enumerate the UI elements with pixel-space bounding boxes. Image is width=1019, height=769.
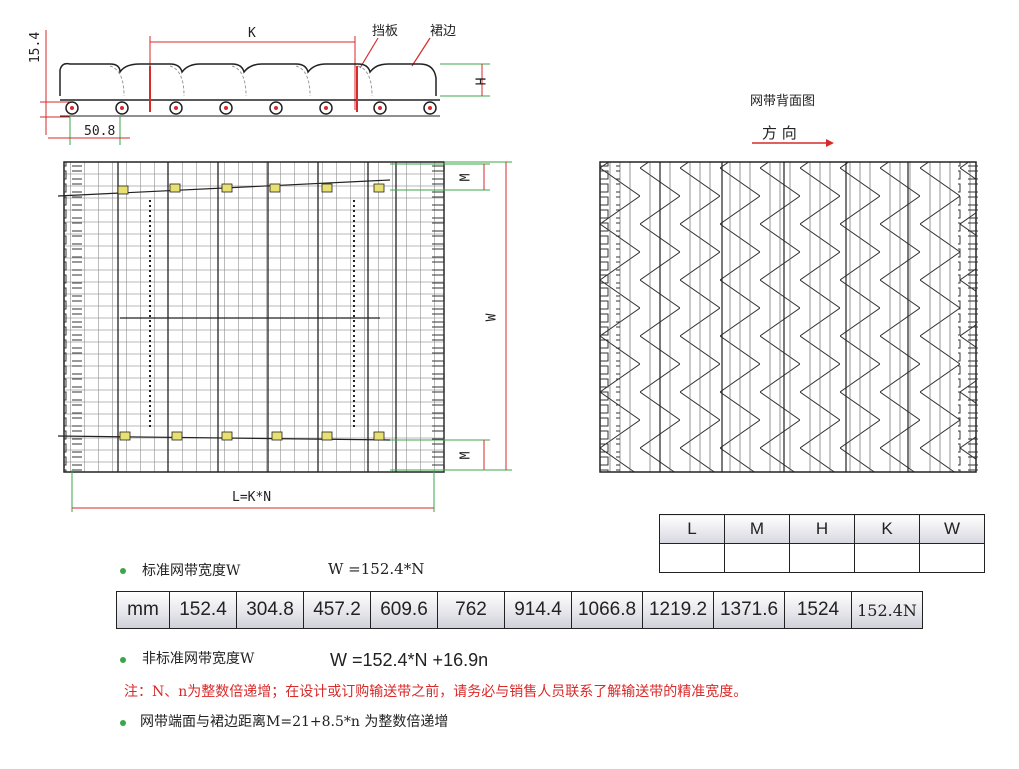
- width-row: mm 152.4 304.8 457.2 609.6 762 914.4 106…: [116, 591, 923, 629]
- width-cell: 1371.6: [713, 591, 785, 629]
- spec-value-M: [724, 543, 790, 573]
- spec-header-W: W: [919, 514, 985, 544]
- label-skirt: 裙边: [430, 24, 457, 39]
- width-cell: 914.4: [504, 591, 572, 629]
- label-baffle: 挡板: [372, 24, 399, 39]
- spec-header-L: L: [659, 514, 725, 544]
- dim-pitch: 50.8: [84, 124, 116, 139]
- width-cell: 152.4: [169, 591, 237, 629]
- skirt-distance-text: 网带端面与裙边距离M=21+8.5*n 为整数倍递增: [140, 714, 449, 730]
- dim-M-top: M: [458, 173, 474, 182]
- bullet-std: [120, 568, 126, 574]
- side-view-drawing: [40, 30, 490, 145]
- width-cell: 1066.8: [571, 591, 643, 629]
- direction-label: 方 向: [762, 124, 797, 142]
- spec-value-W: [919, 543, 985, 573]
- width-cell: 457.2: [303, 591, 371, 629]
- nonstd-width-formula: W =152.4*N +16.9n: [330, 650, 489, 670]
- spec-value-row: [659, 543, 985, 573]
- width-unit: mm: [116, 591, 170, 629]
- spec-value-H: [789, 543, 855, 573]
- dim-L: L=K*N: [232, 490, 272, 505]
- spec-value-L: [659, 543, 725, 573]
- width-cell: 1219.2: [642, 591, 714, 629]
- width-cell: 1524: [784, 591, 852, 629]
- std-width-formula: W =152.4*N: [328, 560, 425, 578]
- bullet-nonstd: [120, 657, 126, 663]
- dim-M-bottom: M: [458, 451, 474, 460]
- width-cell: 609.6: [370, 591, 438, 629]
- width-cell: 762: [437, 591, 505, 629]
- std-width-label: 标准网带宽度W: [142, 563, 241, 579]
- nonstd-width-label: 非标准网带宽度W: [142, 651, 255, 667]
- spec-header-row: L M H K W: [659, 514, 985, 544]
- width-table: mm 152.4 304.8 457.2 609.6 762 914.4 106…: [116, 591, 923, 629]
- back-view-title: 网带背面图: [750, 94, 816, 109]
- spec-value-K: [854, 543, 920, 573]
- spec-table: L M H K W: [659, 514, 985, 573]
- width-cell: 152.4N: [851, 591, 923, 629]
- spec-header-K: K: [854, 514, 920, 544]
- width-cell: 304.8: [236, 591, 304, 629]
- plan-view-drawing: [57, 161, 512, 512]
- note-text: 注：N、n为整数倍递增；在设计或订购输送带之前，请务必与销售人员联系了解输送带的…: [124, 684, 748, 700]
- bullet-skirt: [120, 720, 126, 726]
- dim-K: K: [248, 26, 256, 41]
- dim-W: W: [484, 313, 500, 322]
- spec-header-M: M: [724, 514, 790, 544]
- spec-header-H: H: [789, 514, 855, 544]
